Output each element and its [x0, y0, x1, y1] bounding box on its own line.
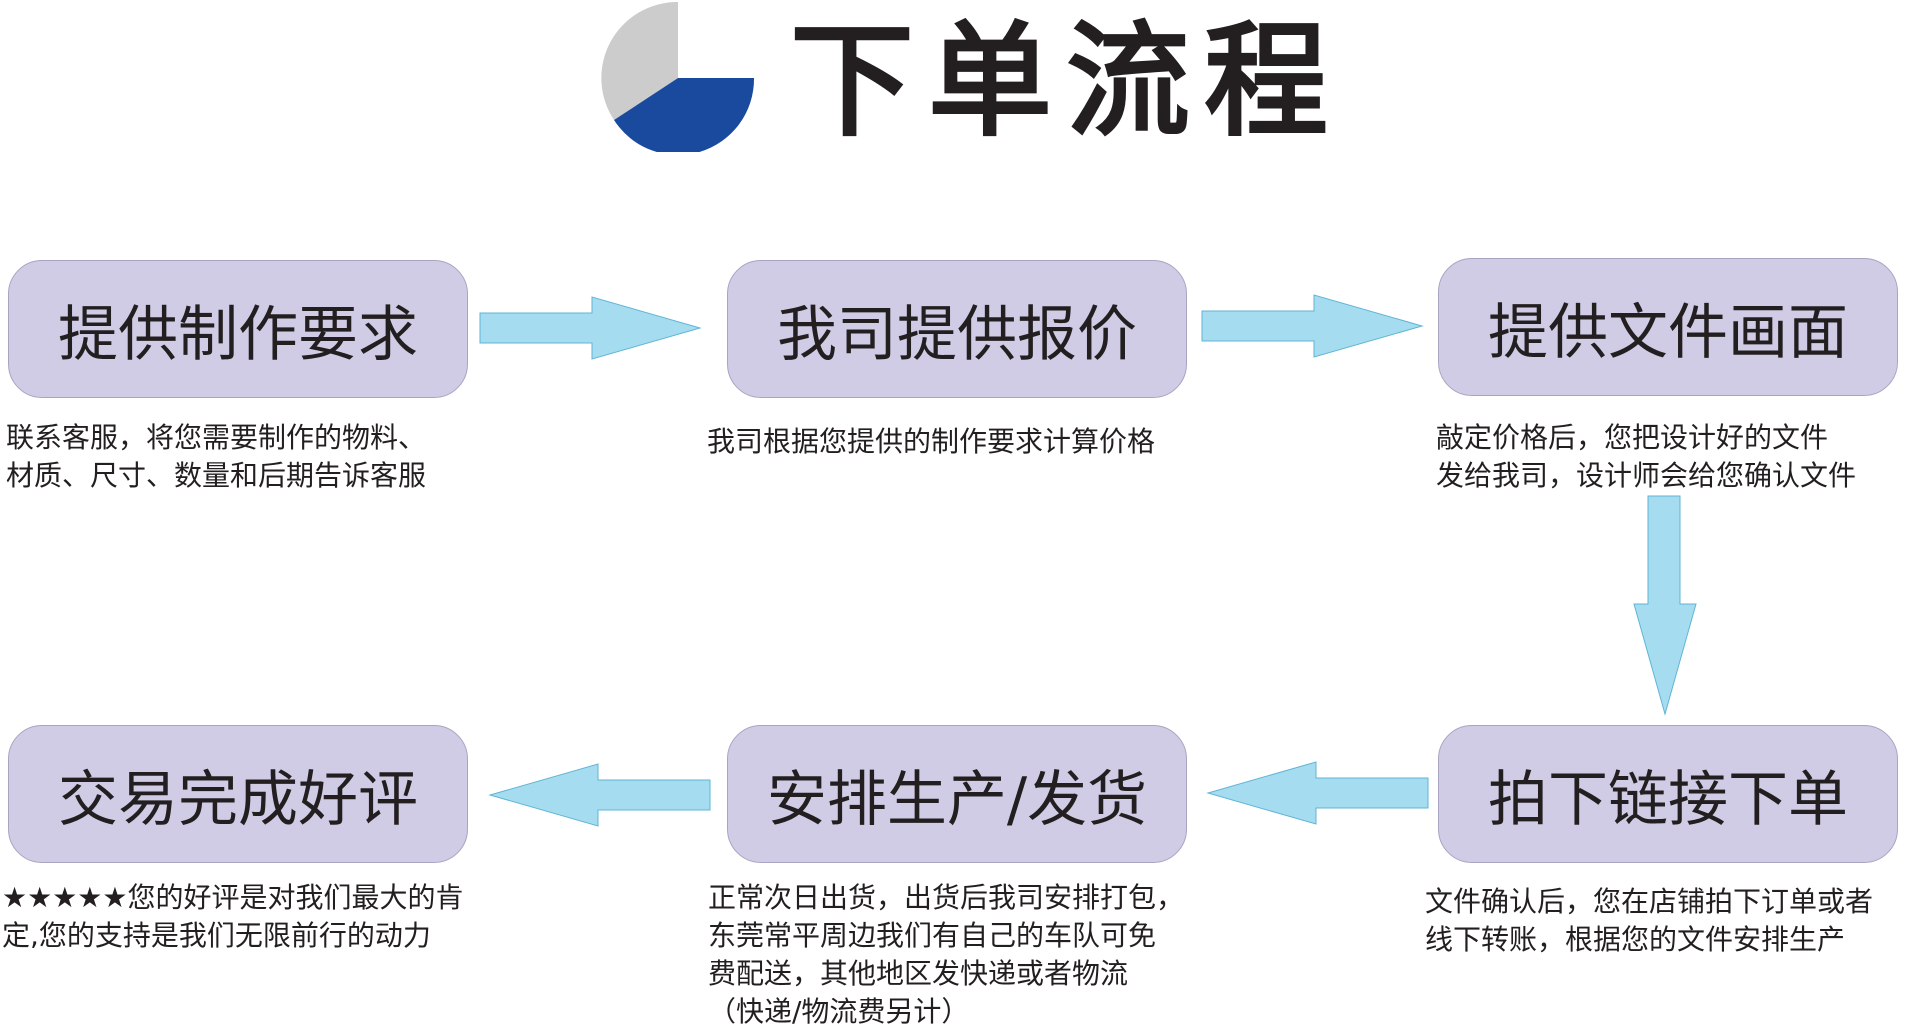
step-5-desc-line-3: 费配送，其他地区发快递或者物流: [708, 957, 1129, 990]
step-4-desc-line-1: 文件确认后，您在店铺拍下订单或者: [1425, 885, 1874, 918]
step-5-description: 正常次日出货，出货后我司安排打包， 东莞常平周边我们有自己的车队可免 费配送，其…: [708, 879, 1184, 1031]
step-5-box: 安排生产/发货: [727, 725, 1187, 863]
step-1-desc-line-1: 联系客服，将您需要制作的物料、: [6, 421, 427, 454]
step-1-desc-line-2: 材质、尺寸、数量和后期告诉客服: [6, 459, 427, 492]
step-2-description: 我司根据您提供的制作要求计算价格: [707, 423, 1155, 461]
step-1-description: 联系客服，将您需要制作的物料、 材质、尺寸、数量和后期告诉客服: [6, 419, 426, 495]
step-5-desc-line-4: （快递/物流费另计）: [708, 995, 970, 1028]
step-6-description: ★★★★★您的好评是对我们最大的肯 定,您的支持是我们无限前行的动力: [2, 879, 464, 955]
step-3-description: 敲定价格后，您把设计好的文件 发给我司，设计师会给您确认文件: [1436, 419, 1856, 495]
step-5-desc-line-2: 东莞常平周边我们有自己的车队可免: [708, 919, 1157, 952]
step-6-box: 交易完成好评: [8, 725, 468, 863]
step-5-desc-line-1: 正常次日出货，出货后我司安排打包，: [708, 881, 1185, 914]
step-6-desc-line-1: ★★★★★您的好评是对我们最大的肯: [2, 881, 464, 914]
step-6-desc-line-2: 定,您的支持是我们无限前行的动力: [2, 919, 431, 952]
arrow-down-icon: [1633, 495, 1697, 716]
arrow-left-icon: [1206, 761, 1429, 825]
step-3-box: 提供文件画面: [1438, 258, 1898, 396]
step-2-box: 我司提供报价: [727, 260, 1187, 398]
step-4-description: 文件确认后，您在店铺拍下订单或者 线下转账，根据您的文件安排生产: [1425, 883, 1873, 959]
step-3-desc-line-2: 发给我司，设计师会给您确认文件: [1436, 459, 1857, 492]
step-1-box: 提供制作要求: [8, 260, 468, 398]
header: 下单流程: [0, 0, 1920, 160]
arrow-right-icon: [479, 296, 702, 360]
step-4-desc-line-2: 线下转账，根据您的文件安排生产: [1425, 923, 1846, 956]
step-4-box: 拍下链接下单: [1438, 725, 1898, 863]
arrow-right-icon: [1201, 294, 1424, 358]
step-2-desc-line-1: 我司根据您提供的制作要求计算价格: [707, 425, 1156, 458]
arrow-left-icon: [488, 763, 711, 827]
step-3-desc-line-1: 敲定价格后，您把设计好的文件: [1436, 421, 1829, 454]
pie-logo-icon: [601, 1, 755, 152]
page-title: 下单流程: [790, 9, 1343, 154]
